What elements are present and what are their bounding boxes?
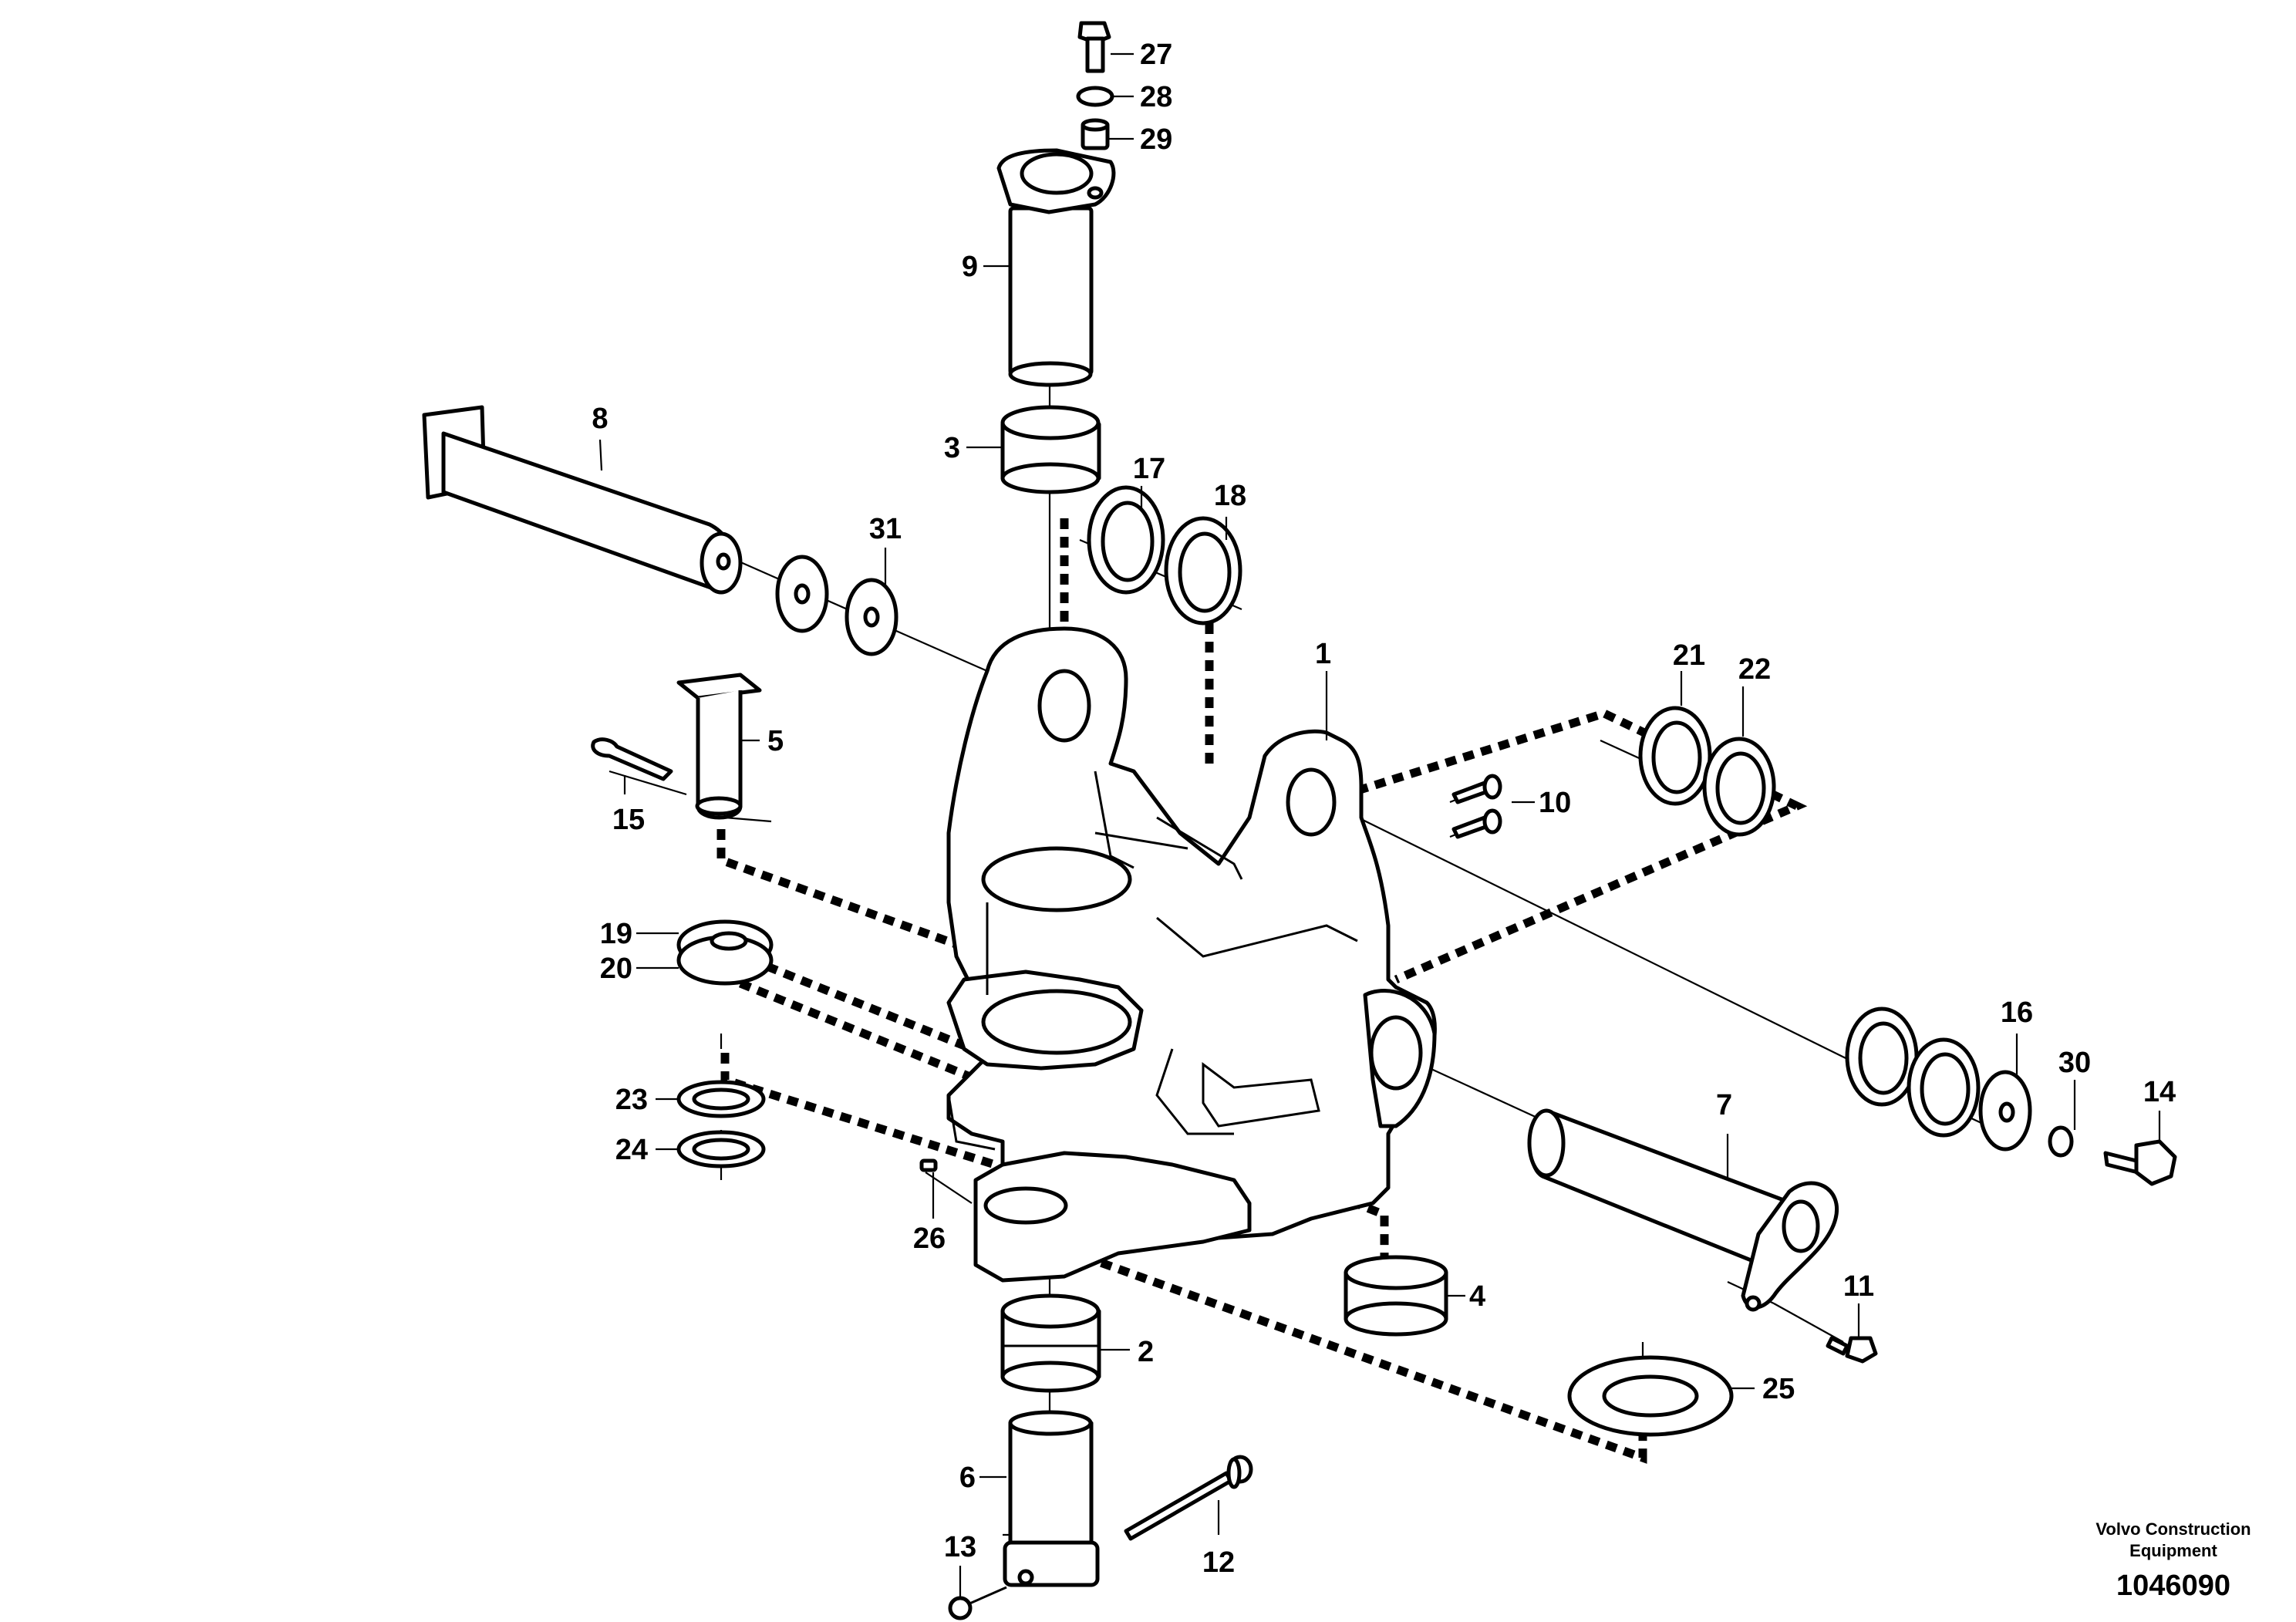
part-4-bushing <box>1344 1255 1448 1337</box>
part-31-washers <box>775 555 899 656</box>
label-part-25: 25 <box>1762 1373 1795 1405</box>
part-10-bolts <box>1451 774 1502 839</box>
label-part-6: 6 <box>959 1462 976 1494</box>
drawing-footer: Volvo Construction Equipment 1046090 <box>2095 1519 2250 1602</box>
part-25-large-washer <box>1567 1355 1734 1437</box>
label-part-15: 15 <box>612 804 645 836</box>
label-part-19: 19 <box>600 918 632 950</box>
label-part-23: 23 <box>615 1084 648 1116</box>
label-part-29: 29 <box>1140 123 1172 156</box>
part-16-seals <box>1845 1007 2032 1152</box>
parts-27-28-29-fasteners <box>1076 21 1114 150</box>
label-part-16: 16 <box>2001 996 2033 1029</box>
company-name-line2: Equipment <box>2129 1541 2217 1560</box>
drawing-number: 1046090 <box>2116 1570 2230 1602</box>
label-part-10: 10 <box>1539 787 1571 819</box>
label-part-30: 30 <box>2058 1047 2091 1079</box>
label-part-13: 13 <box>944 1531 976 1563</box>
part-2-lower-bushing <box>1000 1293 1101 1393</box>
label-part-24: 24 <box>615 1134 648 1166</box>
label-part-14: 14 <box>2143 1076 2176 1108</box>
part-8-long-pin <box>422 405 743 595</box>
label-part-27: 27 <box>1140 39 1172 71</box>
label-part-11: 11 <box>1843 1270 1874 1303</box>
part-6-lower-pin <box>1003 1410 1100 1587</box>
parts-19-20-thrust-washers <box>676 919 774 986</box>
part-13-small-bolt <box>948 1586 1007 1620</box>
label-part-22: 22 <box>1738 653 1771 686</box>
label-part-12: 12 <box>1202 1546 1235 1579</box>
label-leaders <box>598 52 2161 1597</box>
label-part-1: 1 <box>1315 638 1331 670</box>
label-part-2: 2 <box>1138 1336 1154 1368</box>
label-part-7: 7 <box>1716 1089 1732 1121</box>
label-part-8: 8 <box>592 403 608 435</box>
part-26-grease-nipple <box>919 1158 938 1172</box>
label-part-28: 28 <box>1140 81 1172 113</box>
label-part-21: 21 <box>1673 639 1705 672</box>
label-part-3: 3 <box>944 432 960 464</box>
parts-5-15-lock-pin <box>591 673 762 820</box>
parts-21-22-seal-rings <box>1638 706 1776 837</box>
part-7-side-pin <box>1527 1108 1839 1312</box>
part-11-bolt <box>1826 1336 1878 1364</box>
part-labels: 1 2 3 4 5 6 7 8 9 10 11 12 13 14 15 16 1… <box>592 39 2176 1579</box>
label-part-20: 20 <box>600 953 632 985</box>
label-part-31: 31 <box>869 513 902 545</box>
label-part-18: 18 <box>1214 480 1246 512</box>
main-frame <box>946 626 1437 1283</box>
parts-23-24-shims <box>676 1080 766 1168</box>
part-12-long-bolt <box>1124 1455 1253 1541</box>
part-9-upper-pin <box>996 148 1116 387</box>
parts-14-30-washer-bolt <box>2048 1125 2177 1186</box>
company-name-line1: Volvo Construction <box>2095 1519 2250 1539</box>
parts-17-18-seal-rings <box>1087 485 1242 626</box>
label-part-9: 9 <box>962 251 978 283</box>
label-part-26: 26 <box>913 1222 946 1255</box>
label-part-4: 4 <box>1469 1280 1485 1313</box>
part-3-upper-bushing <box>1000 405 1101 494</box>
label-part-5: 5 <box>767 725 784 757</box>
label-part-17: 17 <box>1133 453 1165 485</box>
